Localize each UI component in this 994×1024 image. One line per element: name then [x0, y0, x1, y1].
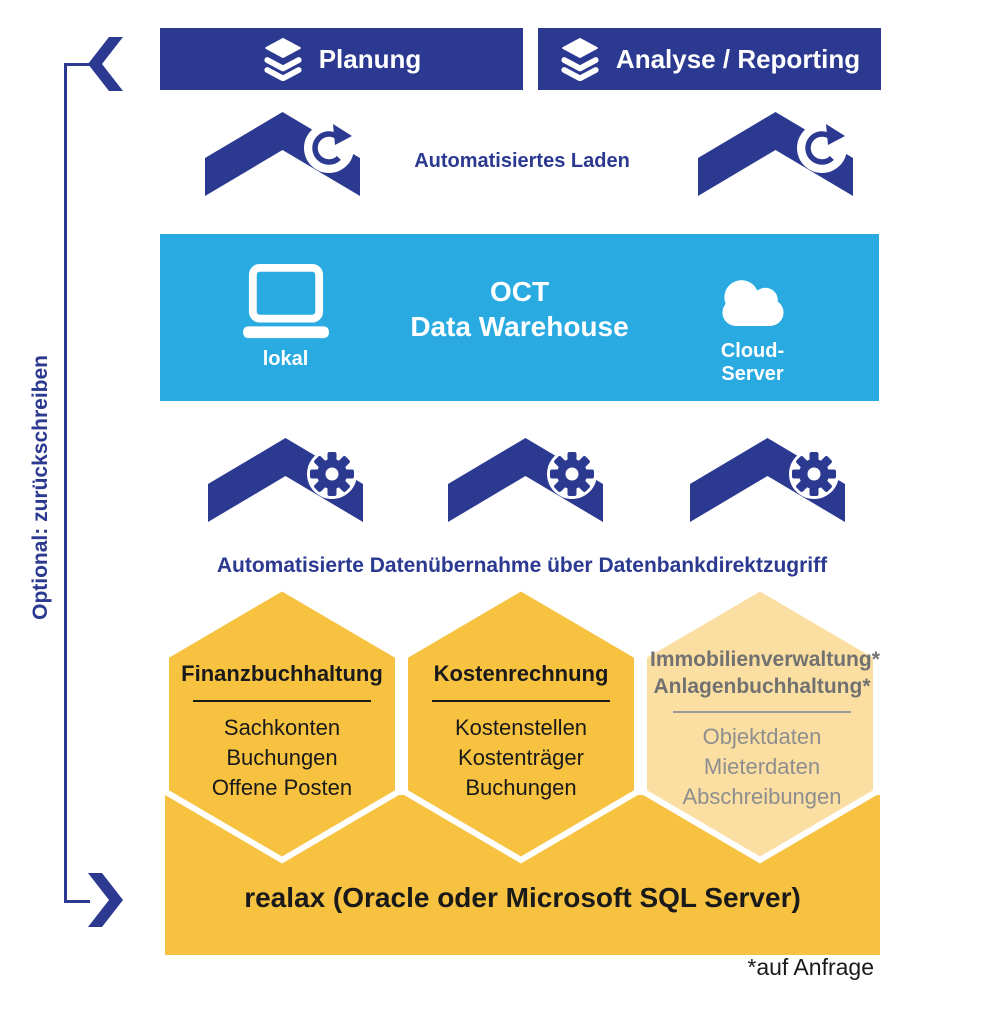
hex-item: Objektdaten	[702, 724, 822, 749]
hex-items: Objektdaten Mieterdaten Abschreibungen	[650, 722, 874, 812]
optional-writeback-label-wrap: Optional: zurückschreiben	[14, 355, 68, 620]
hex-item: Offene Posten	[211, 775, 353, 800]
layers-icon	[559, 37, 601, 81]
hex-title-line2: Anlagenbuchhaltung*	[653, 675, 871, 698]
hex-immobilien-text: Immobilienverwaltung* Anlagenbuchhaltung…	[650, 646, 880, 812]
cloud-label: Cloud-Server	[720, 340, 785, 385]
hex-title: Finanzbuchhaltung	[181, 661, 383, 686]
chevron-right-icon	[88, 873, 124, 927]
house-gear-icon-3	[690, 438, 845, 538]
database-bar-label: realax (Oracle oder Microsoft SQL Server…	[244, 882, 801, 913]
hex-title: Kostenrechnung	[433, 661, 609, 686]
rail-line-bottom	[64, 900, 90, 903]
hex-finanzbuchhaltung-text: Finanzbuchhaltung Sachkonten Buchungen O…	[172, 660, 392, 803]
hex-item: Abschreibungen	[682, 784, 842, 809]
local-endpoint: lokal	[228, 264, 343, 371]
hex-kostenrechnung-text: Kostenrechnung Kostenstellen Kostenträge…	[411, 660, 631, 803]
header-planung-label: Planung	[318, 43, 422, 74]
cloud-endpoint: Cloud-Server	[695, 274, 810, 386]
hex-items: Sachkonten Buchungen Offene Posten	[172, 713, 392, 803]
divider	[673, 711, 851, 713]
automated-load-caption: Automatisiertes Laden	[414, 150, 630, 172]
data-warehouse-banner: lokal OCT Data Warehouse Cloud-Server	[160, 234, 879, 401]
footnote: *auf Anfrage	[747, 954, 874, 980]
hex-item: Buchungen	[226, 745, 338, 770]
layers-icon	[262, 37, 304, 81]
hex-item: Kostenstellen	[454, 715, 588, 740]
rail-line-vertical	[64, 63, 67, 903]
rail-line-top	[64, 63, 90, 66]
hexagon-finanzbuchhaltung	[163, 584, 401, 864]
divider	[432, 700, 610, 702]
house-gear-icon-2	[448, 438, 603, 538]
warehouse-title-line2: Data Warehouse	[410, 311, 629, 342]
header-analyse-label: Analyse / Reporting	[615, 43, 861, 74]
cloud-icon	[711, 274, 795, 334]
hex-item: Sachkonten	[223, 715, 341, 740]
automated-transfer-caption: Automatisierte Datenübernahme über Daten…	[216, 554, 828, 577]
optional-writeback-label: Optional: zurückschreiben	[29, 355, 52, 620]
house-gear-icon-1	[208, 438, 363, 538]
hex-title-line1: Immobilienverwaltung*	[650, 648, 880, 671]
warehouse-title: OCT Data Warehouse	[160, 274, 879, 344]
house-refresh-icon-right	[698, 112, 853, 212]
local-label: lokal	[262, 348, 309, 370]
hexagon-immobilienverwaltung	[641, 584, 879, 864]
hex-item: Mieterdaten	[703, 754, 821, 779]
hex-items: Kostenstellen Kostenträger Buchungen	[411, 713, 631, 803]
header-analyse-reporting: Analyse / Reporting	[538, 28, 881, 90]
house-refresh-icon-left	[205, 112, 360, 212]
hexagon-kostenrechnung	[402, 584, 640, 864]
hex-item: Buchungen	[465, 775, 577, 800]
warehouse-title-line1: OCT	[489, 276, 550, 307]
chevron-left-icon	[87, 37, 123, 91]
hex-item: Kostenträger	[458, 745, 584, 770]
header-planung: Planung	[160, 28, 523, 90]
divider	[193, 700, 371, 702]
source-modules-graphic	[163, 584, 880, 955]
